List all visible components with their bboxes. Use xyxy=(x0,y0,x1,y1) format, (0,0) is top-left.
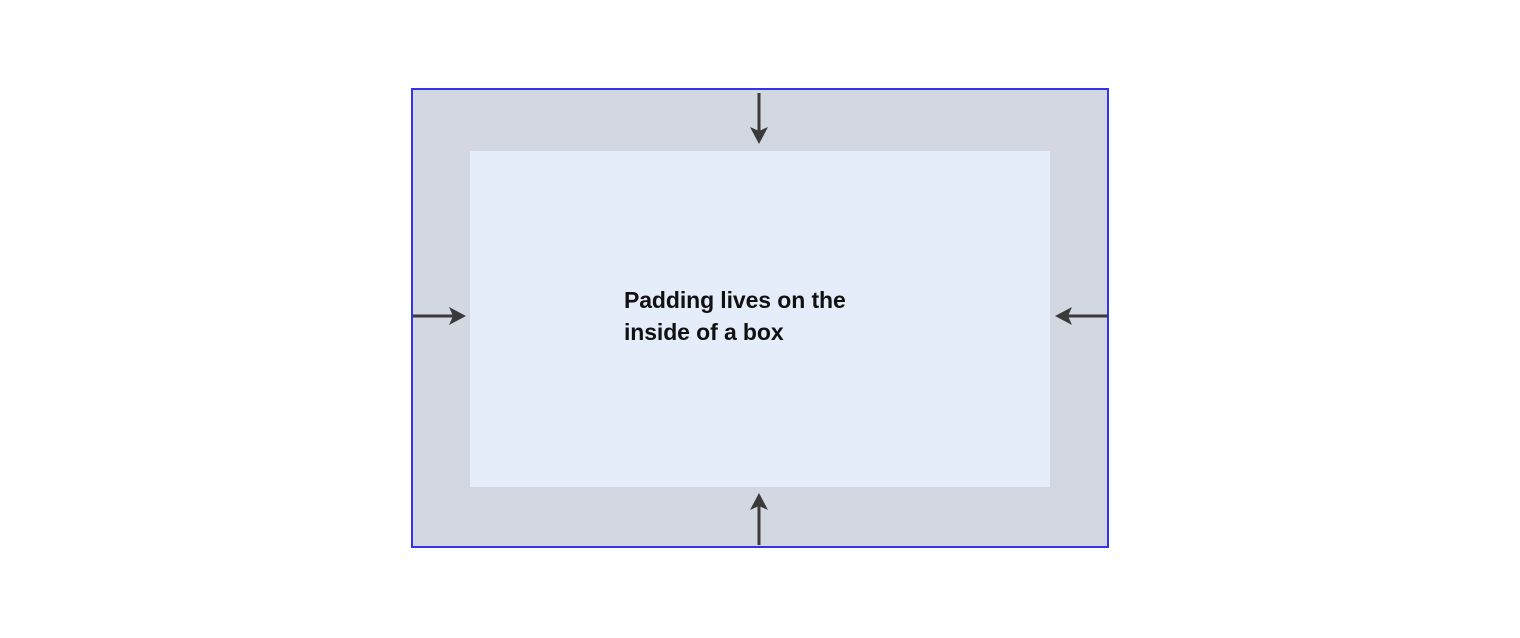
arrow-left-icon xyxy=(1055,307,1108,325)
arrow-right-icon xyxy=(413,307,466,325)
arrow-up-icon xyxy=(750,493,768,545)
padding-arrow-bottom xyxy=(735,490,783,546)
padding-arrow-right xyxy=(1051,302,1109,330)
padding-arrow-left xyxy=(412,302,470,330)
arrow-down-icon xyxy=(750,93,768,144)
content-box xyxy=(470,151,1050,487)
content-box-label: Padding lives on the inside of a box xyxy=(624,287,846,345)
padding-arrow-top xyxy=(735,92,783,148)
